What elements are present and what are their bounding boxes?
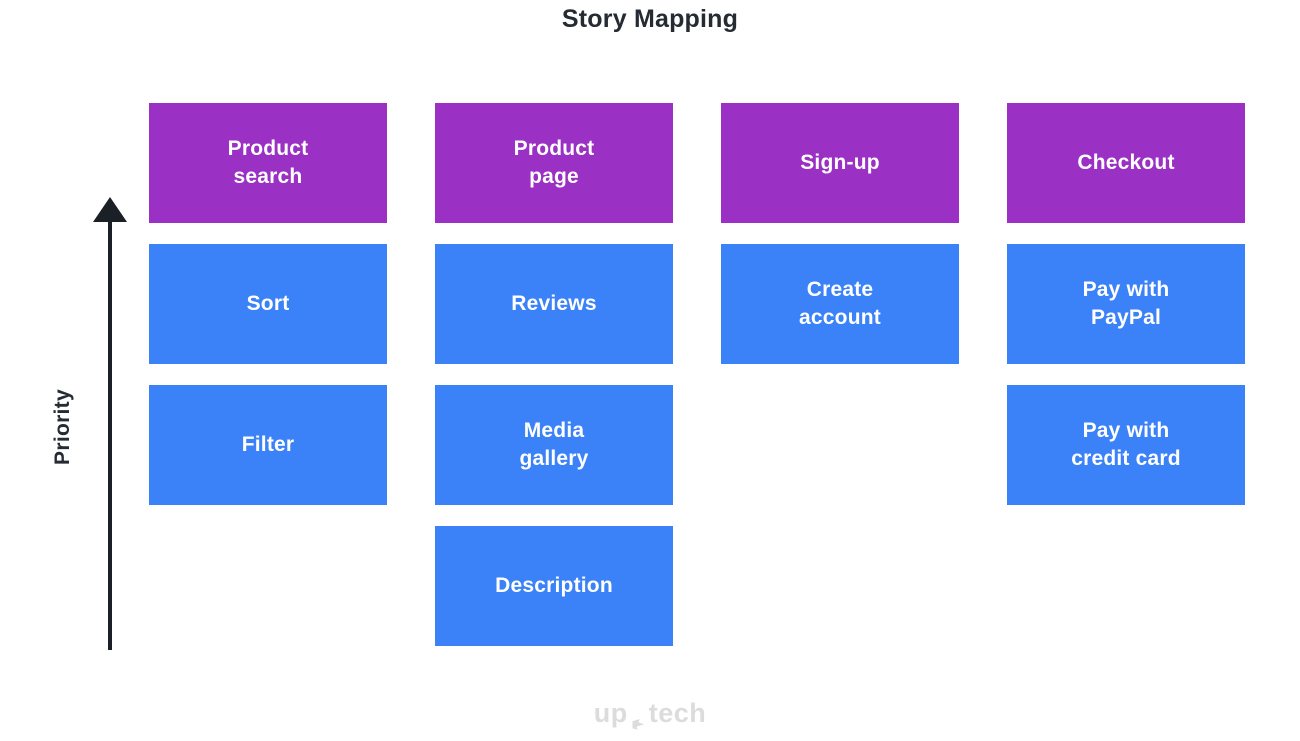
story-card[interactable]: Sort [149,244,387,364]
priority-axis: Priority [0,0,160,741]
story-card[interactable]: Reviews [435,244,673,364]
arrow-up-icon [93,197,127,222]
story-map-column: Product search Sort Filter [149,103,387,646]
axis-label-priority: Priority [51,389,74,465]
footer-logo-text-tech: tech [648,698,707,728]
story-map-column: Checkout Pay with PayPal Pay with credit… [1007,103,1245,646]
story-card[interactable]: Filter [149,385,387,505]
activity-card[interactable]: Checkout [1007,103,1245,223]
story-map-column: Sign-up Create account [721,103,959,646]
activity-card[interactable]: Sign-up [721,103,959,223]
footer-logo: up tech [0,698,1300,730]
story-card[interactable]: Media gallery [435,385,673,505]
story-map-column: Product page Reviews Media gallery Descr… [435,103,673,646]
story-card[interactable]: Description [435,526,673,646]
arrow-mark-icon [631,708,646,730]
footer-logo-text-up: up [593,698,628,728]
activity-card[interactable]: Product page [435,103,673,223]
story-card[interactable]: Create account [721,244,959,364]
story-card[interactable]: Pay with credit card [1007,385,1245,505]
page-title: Story Mapping [561,5,739,33]
activity-card[interactable]: Product search [149,103,387,223]
story-map-board: Product search Sort Filter Product page … [149,103,1245,646]
story-card[interactable]: Pay with PayPal [1007,244,1245,364]
axis-shaft [108,218,112,650]
